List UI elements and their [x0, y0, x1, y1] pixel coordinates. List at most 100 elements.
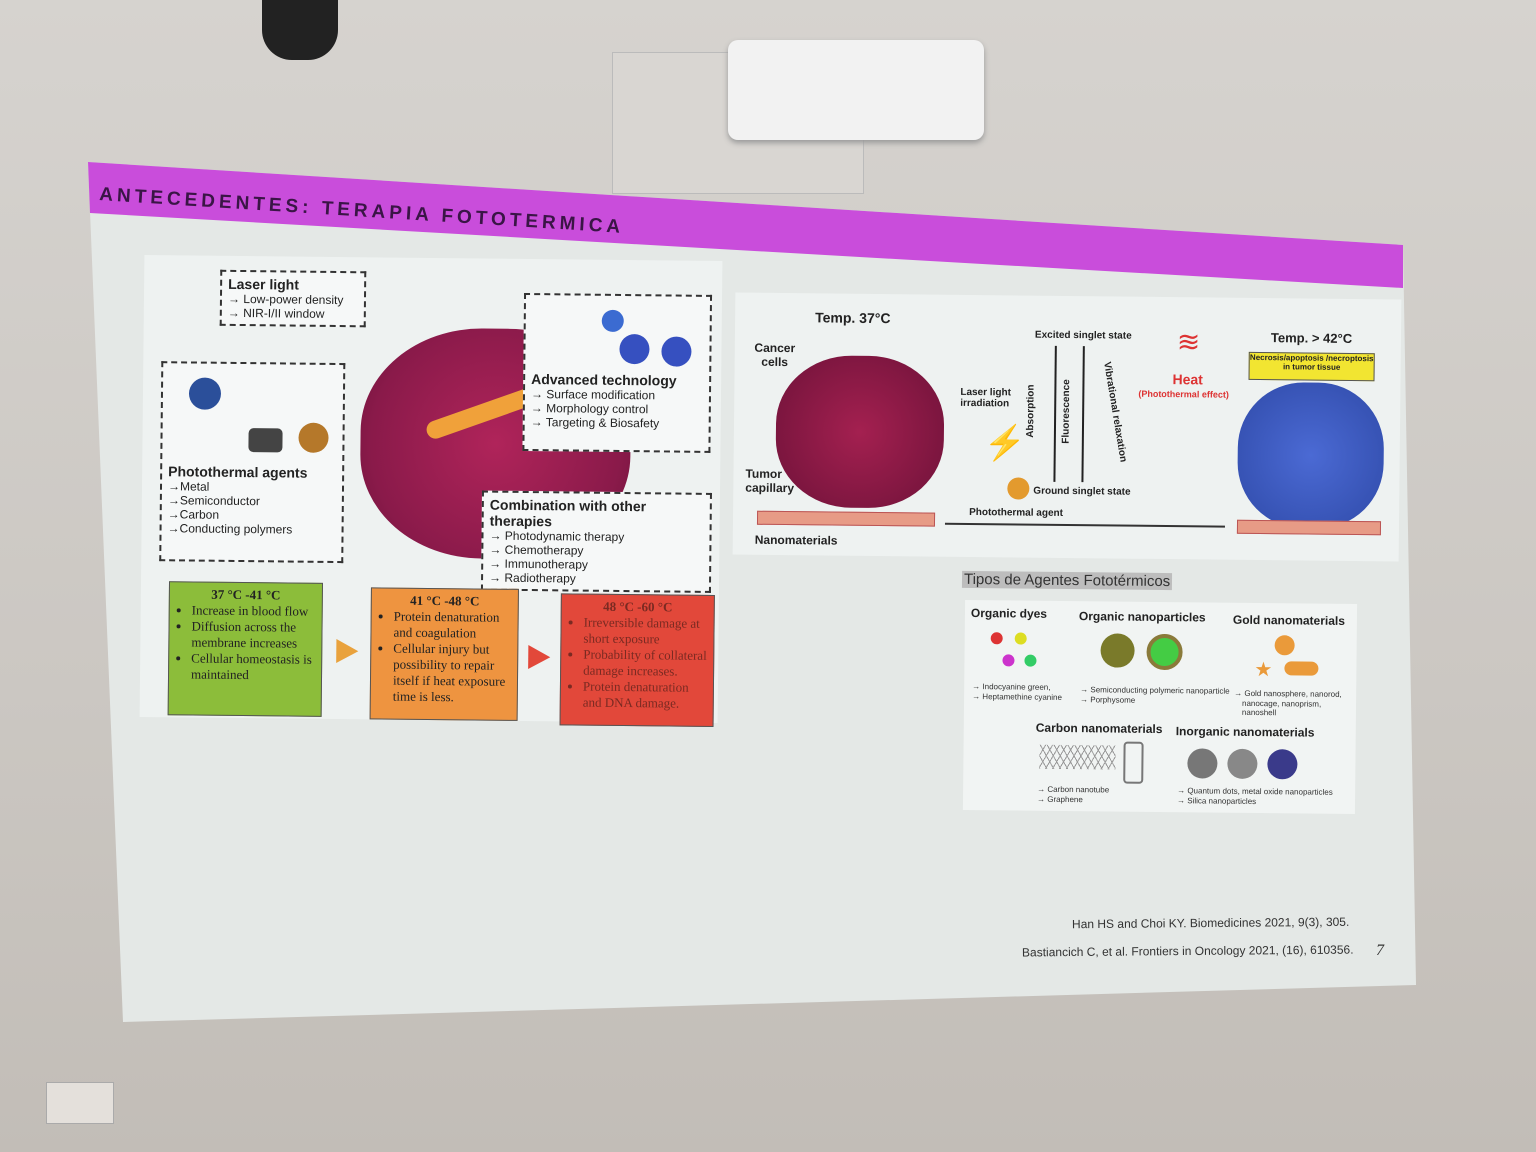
particle-icon [601, 309, 624, 333]
group-title: Inorganic nanomaterials [1175, 724, 1315, 740]
group-item: → Indocyanine green, [972, 682, 1051, 692]
temp-box-high: 48 °C -60 °C Irreversible damage at shor… [559, 593, 715, 727]
temp-item: Irreversible damage at short exposure [583, 615, 707, 648]
porphysome-icon [1146, 633, 1183, 671]
heat-waves-icon: ≋ [1176, 326, 1201, 358]
fluorescence-arrow [1081, 346, 1085, 483]
absorption-label: Absorption [1025, 384, 1037, 438]
absorption-arrow [1053, 345, 1057, 482]
group-title: Organic nanoparticles [1078, 609, 1206, 625]
group-title: Gold nanomaterials [1232, 612, 1346, 628]
temp-item: Protein denaturation and DNA damage. [583, 679, 707, 712]
temp-range: 41 °C -48 °C [410, 592, 480, 609]
lightning-icon: ⚡ [983, 424, 1027, 463]
heat-sub-label: (Photothermal effect) [1138, 388, 1229, 400]
group-item: → Gold nanosphere, nanorod, [1234, 688, 1342, 699]
agent-icons [168, 367, 337, 465]
temp-item: Cellular homeostasis is maintained [191, 650, 315, 683]
agent-types-heading: Tipos de Agentes Fototérmicos [961, 570, 1173, 591]
gold-star-icon: ★ [1254, 658, 1273, 682]
particle-icon [661, 336, 692, 367]
laser-item: → Low-power density [227, 291, 344, 308]
arrow-icon [336, 639, 359, 664]
nanotube-icon [248, 428, 283, 453]
gold-sphere-icon [1274, 635, 1295, 656]
advanced-title: Advanced technology [531, 371, 677, 389]
combination-item: → Radiotherapy [489, 570, 576, 586]
agent-item: →Conducting polymers [167, 521, 293, 537]
urchin-icon [298, 422, 329, 453]
advanced-box: Advanced technology → Surface modificati… [522, 292, 713, 453]
temp-high-label: Temp. > 42°C [1270, 330, 1353, 346]
reference: Han HS and Choi KY. Biomedicines 2021, 9… [1071, 914, 1350, 932]
laser-box: Laser light → Low-power density → NIR-I/… [219, 269, 367, 328]
process-arrow [944, 522, 1225, 528]
necrosis-box: Necrosis/apoptosis /necroptosis in tumor… [1248, 351, 1375, 382]
temp-item: Increase in blood flow [192, 603, 316, 620]
gold-rod-icon [1284, 661, 1319, 676]
nanotube-icon [1123, 741, 1144, 784]
agent-label: Photothermal agent [969, 506, 1064, 519]
wall-switch [46, 1082, 114, 1124]
quantum-dot-icon [1187, 748, 1218, 779]
nanoparticle-icons [531, 299, 704, 373]
group-item: → Silica nanoparticles [1176, 796, 1257, 807]
laser-title: Laser light [228, 275, 300, 293]
nanomaterials-label: Nanomaterials [754, 532, 838, 548]
projector-body [728, 40, 984, 140]
agent-particle [1007, 477, 1030, 500]
metal-oxide-icon [1227, 748, 1258, 780]
silica-icon [1267, 749, 1298, 780]
polymer-particle-icon [1100, 633, 1135, 668]
temp-range: 37 °C -41 °C [211, 586, 281, 603]
fluorescence-label: Fluorescence [1060, 379, 1073, 444]
particle-icon [619, 333, 650, 365]
tumor-heated [1236, 381, 1385, 530]
group-item: → Quantum dots, metal oxide nanoparticle… [1177, 786, 1333, 797]
dye-dot-green [1024, 654, 1037, 667]
combination-title: Combination with other therapies [489, 496, 647, 530]
cancer-cells-label: Cancer cells [754, 340, 796, 370]
vessel-bar [756, 510, 936, 527]
excited-state-label: Excited singlet state [1034, 329, 1132, 342]
mechanism-figure: Temp. 37°C Cancer cells Tumor capillary … [732, 292, 1402, 562]
group-item: nanocage, nanoprism, nanoshell [1241, 698, 1322, 718]
left-figure: Laser light → Low-power density → NIR-I/… [139, 254, 723, 727]
page-number: 7 [1376, 942, 1384, 959]
temp-box-low: 37 °C -41 °C Increase in blood flowDiffu… [167, 581, 324, 717]
temp-box-mid: 41 °C -48 °C Protein denaturation and co… [369, 587, 519, 721]
group-item: → Graphene [1036, 794, 1083, 805]
temp-item: Diffusion across the membrane increases [191, 619, 315, 652]
temp-normal-label: Temp. 37°C [815, 309, 891, 327]
temp-range: 48 °C -60 °C [603, 598, 673, 615]
dye-dot-red [990, 632, 1003, 645]
dye-dot-purple [1002, 654, 1015, 667]
temp-item: Protein denaturation and coagulation [393, 609, 511, 642]
reference: Bastiancich C, et al. Frontiers in Oncol… [1021, 942, 1354, 960]
laser-label: Laser light irradiation [960, 386, 1011, 410]
laser-item: → NIR-I/II window [227, 305, 325, 321]
heat-label: Heat [1172, 371, 1203, 388]
group-title: Organic dyes [970, 606, 1048, 621]
combination-box: Combination with other therapies → Photo… [480, 490, 712, 593]
vibrational-label: Vibrational relaxation [1101, 361, 1129, 463]
advanced-item: → Targeting & Biosafety [530, 415, 660, 431]
agents-title: Photothermal agents [168, 463, 308, 481]
tumor-capillary-label: Tumor capillary [745, 466, 795, 496]
ground-state-label: Ground singlet state [1033, 485, 1131, 498]
group-item: → Heptamethine cyanine [972, 692, 1062, 702]
temp-item: Cellular injury but possibility to repai… [393, 641, 512, 706]
arrow-icon [528, 645, 551, 670]
sphere-icon [188, 377, 222, 410]
group-title: Carbon nanomaterials [1035, 720, 1163, 737]
agent-types-figure: Organic dyes → Indocyanine green, → Hept… [962, 599, 1358, 815]
dye-dot-yellow [1014, 632, 1027, 645]
vessel-bar-heated [1236, 519, 1382, 536]
group-item: → Semiconducting polymeric nanoparticle [1080, 685, 1230, 696]
graphene-icon [1039, 744, 1116, 770]
group-item: → Porphysome [1080, 695, 1136, 705]
agents-box: Photothermal agents →Metal →Semiconducto… [159, 361, 346, 564]
ceiling-speaker [262, 0, 338, 60]
group-item: → Carbon nanotube [1037, 784, 1110, 795]
temp-item: Probability of collateral damage increas… [583, 647, 707, 680]
